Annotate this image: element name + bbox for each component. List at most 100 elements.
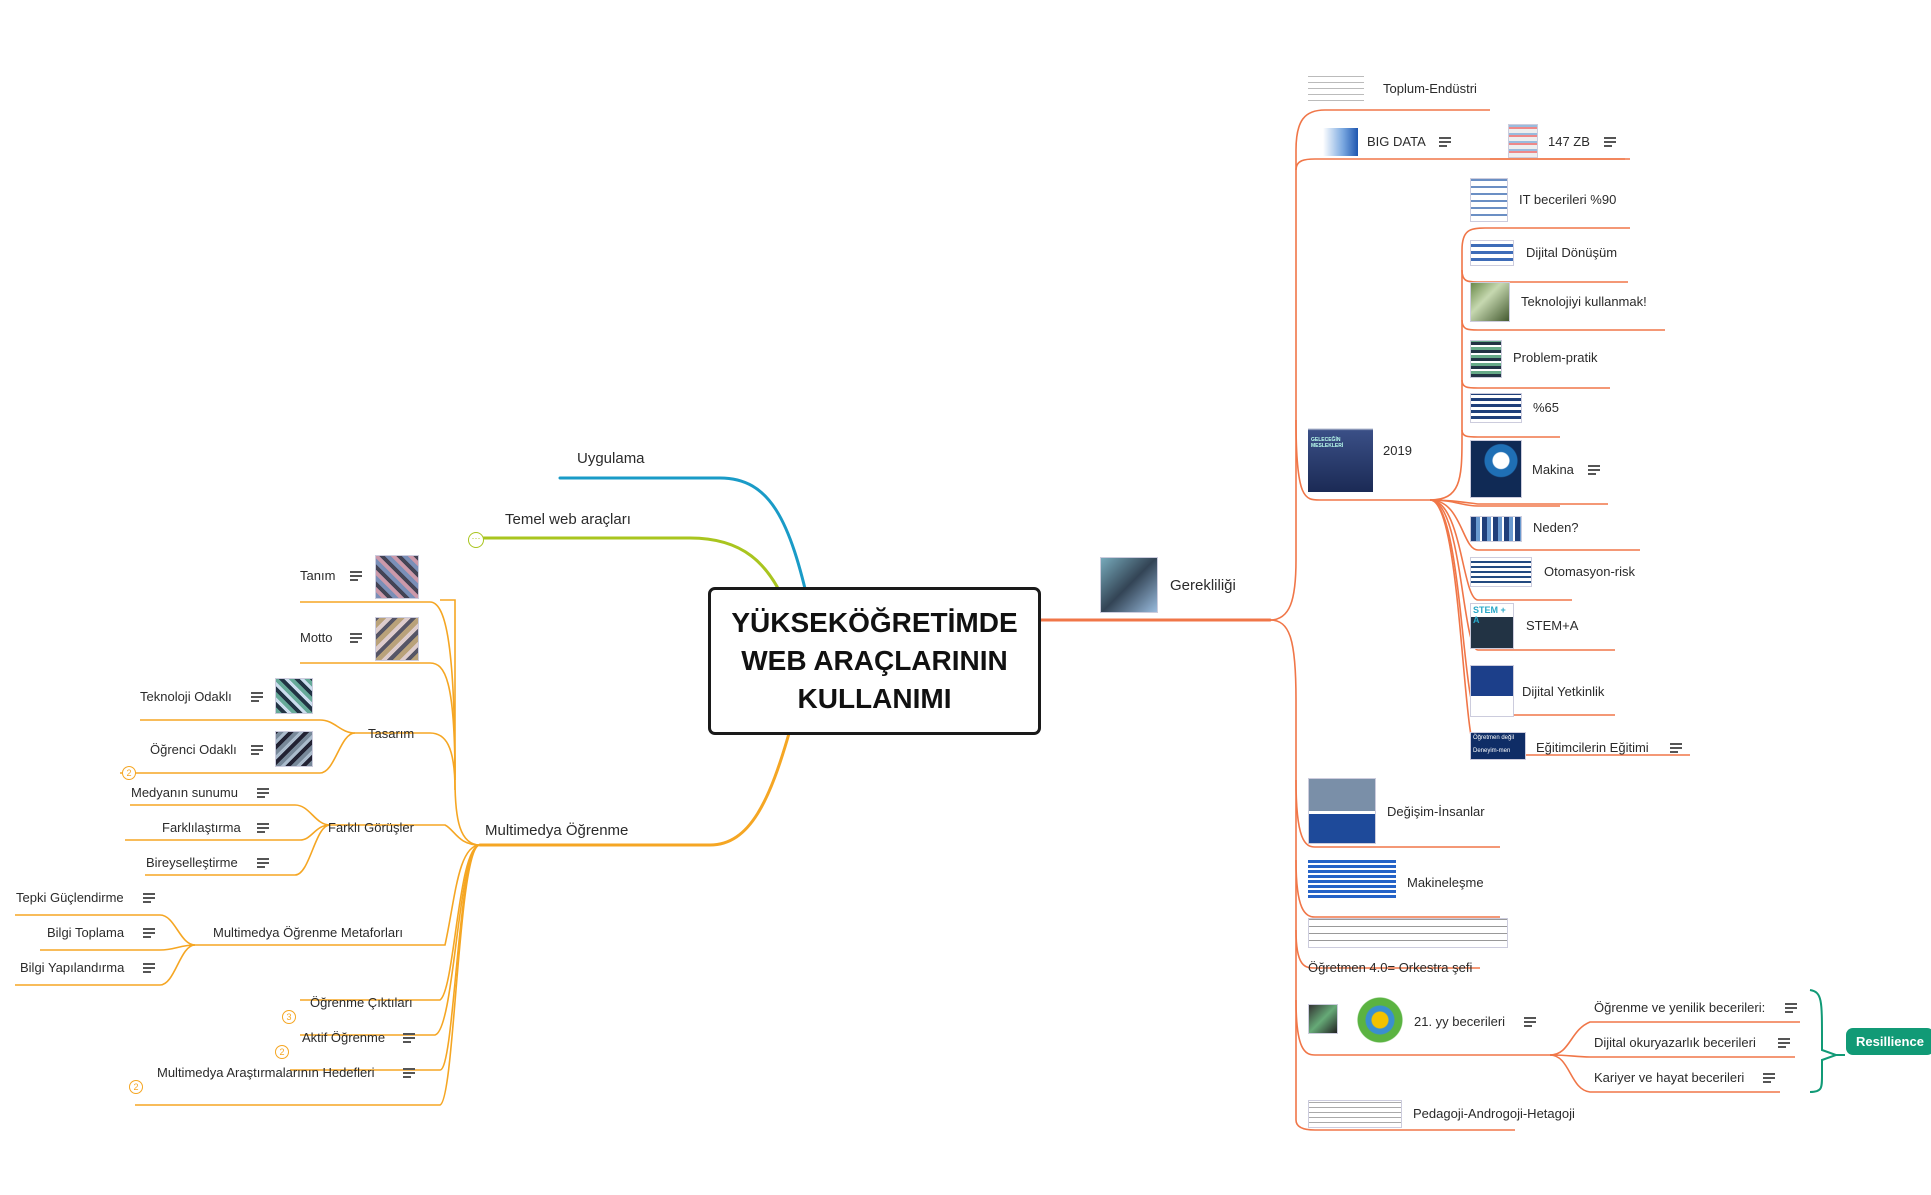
- notes-icon[interactable]: [143, 928, 155, 938]
- tanim-thumbnail[interactable]: [375, 555, 419, 599]
- notes-icon[interactable]: [1604, 137, 1616, 147]
- notes-icon[interactable]: [350, 571, 362, 581]
- topic-ogretmen40[interactable]: Öğretmen 4.0= Orkestra şefi: [1308, 960, 1473, 975]
- topic-pedagoji[interactable]: Pedagoji-Androgoji-Hetagoji: [1413, 1106, 1575, 1121]
- topic-dijital-donusum[interactable]: Dijital Dönüşüm: [1526, 245, 1618, 260]
- stem-label: STEM + A: [1473, 605, 1506, 625]
- topic-multimedya-hedefleri[interactable]: Multimedya Araştırmalarının Hedefleri: [157, 1065, 375, 1080]
- count-badge[interactable]: 2: [122, 766, 136, 780]
- notes-icon[interactable]: [143, 893, 155, 903]
- 21yy-thumbnail-1[interactable]: [1308, 1004, 1338, 1034]
- topic-uygulama[interactable]: Uygulama: [577, 450, 645, 467]
- topic-otomasyon-risk[interactable]: Otomasyon-risk: [1544, 564, 1636, 579]
- topic-2019[interactable]: 2019: [1383, 443, 1412, 458]
- degisim-insanlar-thumbnail[interactable]: [1308, 778, 1376, 844]
- notes-icon[interactable]: [257, 858, 269, 868]
- topic-toplum-endustri[interactable]: Toplum-Endüstri: [1383, 81, 1477, 96]
- neden-thumbnail[interactable]: [1470, 516, 1522, 542]
- topic-big-data[interactable]: BIG DATA: [1367, 134, 1426, 149]
- topic-ogrenci-odakli[interactable]: Öğrenci Odaklı: [150, 742, 237, 757]
- topic-motto[interactable]: Motto: [300, 630, 333, 645]
- topic-tanim[interactable]: Tanım: [300, 568, 336, 583]
- notes-icon[interactable]: [403, 1033, 415, 1043]
- topic-medyanin-sunumu[interactable]: Medyanın sunumu: [131, 785, 238, 800]
- topic-bilgi-yapilandirma[interactable]: Bilgi Yapılandırma: [20, 960, 125, 975]
- gerekliligi-thumbnail[interactable]: [1100, 557, 1158, 613]
- topic-tepki-guclendirme[interactable]: Tepki Güçlendirme: [16, 890, 124, 905]
- makinelesme-thumbnail[interactable]: [1308, 860, 1396, 900]
- summary-resillience[interactable]: Resillience: [1846, 1028, 1931, 1055]
- topic-bireysellestirme[interactable]: Bireyselleştirme: [146, 855, 238, 870]
- topic-ogrenme-ciktilari[interactable]: Öğrenme Çıktıları: [310, 995, 413, 1010]
- notes-icon[interactable]: [1785, 1003, 1797, 1013]
- notes-icon[interactable]: [1524, 1017, 1536, 1027]
- big-data-thumbnail[interactable]: [1308, 128, 1358, 156]
- thumb-text-1: Öğretmen değil: [1473, 735, 1515, 741]
- ogretmen40-thumbnail[interactable]: [1308, 918, 1508, 948]
- yuzde65-thumbnail[interactable]: [1470, 393, 1522, 423]
- notes-icon[interactable]: [257, 788, 269, 798]
- topic-aktif-ogrenme[interactable]: Aktif Öğrenme: [302, 1030, 386, 1045]
- topic-multimedya-ogrenme[interactable]: Multimedya Öğrenme: [485, 822, 629, 839]
- notes-icon[interactable]: [1588, 465, 1600, 475]
- notes-icon[interactable]: [1778, 1038, 1790, 1048]
- topic-dijital-yetkinlik[interactable]: Dijital Yetkinlik: [1522, 684, 1605, 699]
- notes-icon[interactable]: [1439, 137, 1451, 147]
- notes-icon[interactable]: [350, 633, 362, 643]
- dijital-donusum-thumbnail[interactable]: [1470, 240, 1514, 266]
- topic-temel-web-araclari[interactable]: Temel web araçları: [505, 511, 631, 528]
- notes-icon[interactable]: [251, 745, 263, 755]
- more-dots-icon[interactable]: ···: [468, 532, 484, 548]
- notes-icon[interactable]: [1763, 1073, 1775, 1083]
- pedagoji-thumbnail[interactable]: [1308, 1100, 1402, 1128]
- topic-ogrenme-yenilik[interactable]: Öğrenme ve yenilik becerileri:: [1594, 1000, 1766, 1015]
- topic-problem-pratik[interactable]: Problem-pratik: [1513, 350, 1598, 365]
- topic-tasarim[interactable]: Tasarım: [368, 726, 415, 741]
- topic-neden[interactable]: Neden?: [1533, 520, 1579, 535]
- notes-icon[interactable]: [403, 1068, 415, 1078]
- topic-teknoloji-odakli[interactable]: Teknoloji Odaklı: [140, 689, 232, 704]
- notes-icon[interactable]: [251, 692, 263, 702]
- egitimcilerin-egitimi-thumbnail[interactable]: Öğretmen değil Deneyim-men: [1470, 732, 1526, 760]
- topic-bilgi-toplama[interactable]: Bilgi Toplama: [47, 925, 125, 940]
- motto-thumbnail[interactable]: [375, 617, 419, 661]
- topic-egitimcilerin-egitimi[interactable]: Eğitimcilerin Eğitimi: [1536, 740, 1649, 755]
- teknolojiyi-kullanmak-thumbnail[interactable]: [1470, 282, 1510, 322]
- topic-metaforlar[interactable]: Multimedya Öğrenme Metaforları: [213, 925, 404, 940]
- it-becerileri-thumbnail[interactable]: [1470, 178, 1508, 222]
- 2019-report-thumbnail[interactable]: GELECEĞİN MESLEKLERİ: [1308, 410, 1373, 492]
- otomasyon-risk-thumbnail[interactable]: [1470, 557, 1532, 587]
- root-topic[interactable]: YÜKSEKÖĞRETİMDE WEB ARAÇLARININ KULLANIM…: [708, 587, 1041, 735]
- topic-147-zb[interactable]: 147 ZB: [1548, 134, 1590, 149]
- edge-multimedya: [478, 728, 792, 847]
- count-badge[interactable]: 3: [282, 1010, 296, 1024]
- topic-farklilastirma[interactable]: Farklılaştırma: [162, 820, 241, 835]
- topic-yuzde65[interactable]: %65: [1533, 400, 1560, 415]
- stem-a-thumbnail[interactable]: STEM + A: [1470, 603, 1514, 649]
- count-badge[interactable]: 2: [275, 1045, 289, 1059]
- topic-makina[interactable]: Makina: [1532, 462, 1574, 477]
- count-badge[interactable]: 2: [129, 1080, 143, 1094]
- problem-pratik-thumbnail[interactable]: [1470, 340, 1502, 378]
- 147-zb-thumbnail[interactable]: [1508, 124, 1538, 158]
- notes-icon[interactable]: [257, 823, 269, 833]
- makina-thumbnail[interactable]: [1470, 440, 1522, 498]
- topic-degisim-insanlar[interactable]: Değişim-İnsanlar: [1387, 804, 1485, 819]
- toplum-endustri-thumbnail[interactable]: [1308, 72, 1364, 106]
- topic-stem-a[interactable]: STEM+A: [1526, 618, 1579, 633]
- dijital-yetkinlik-thumbnail[interactable]: [1470, 665, 1514, 717]
- topic-teknolojiyi-kullanmak[interactable]: Teknolojiyi kullanmak!: [1521, 294, 1647, 309]
- notes-icon[interactable]: [143, 963, 155, 973]
- ogrenci-odakli-thumbnail[interactable]: [275, 731, 313, 767]
- topic-farkli-gorusler[interactable]: Farklı Görüşler: [328, 820, 414, 835]
- topic-makinelesme[interactable]: Makineleşme: [1407, 875, 1484, 890]
- notes-icon[interactable]: [1670, 743, 1682, 753]
- topic-kariyer[interactable]: Kariyer ve hayat becerileri: [1594, 1070, 1745, 1085]
- root-line-1: YÜKSEKÖĞRETİMDE: [731, 607, 1018, 638]
- topic-gerekliligi[interactable]: Gerekliliği: [1170, 577, 1236, 594]
- teknoloji-odakli-thumbnail[interactable]: [275, 678, 313, 714]
- topic-it-becerileri[interactable]: IT becerileri %90: [1519, 192, 1617, 207]
- 21yy-thumbnail-2[interactable]: [1354, 995, 1406, 1045]
- topic-dijital-okuryazarlik[interactable]: Dijital okuryazarlık becerileri: [1594, 1035, 1756, 1050]
- topic-21yy-becerileri[interactable]: 21. yy becerileri: [1414, 1014, 1506, 1029]
